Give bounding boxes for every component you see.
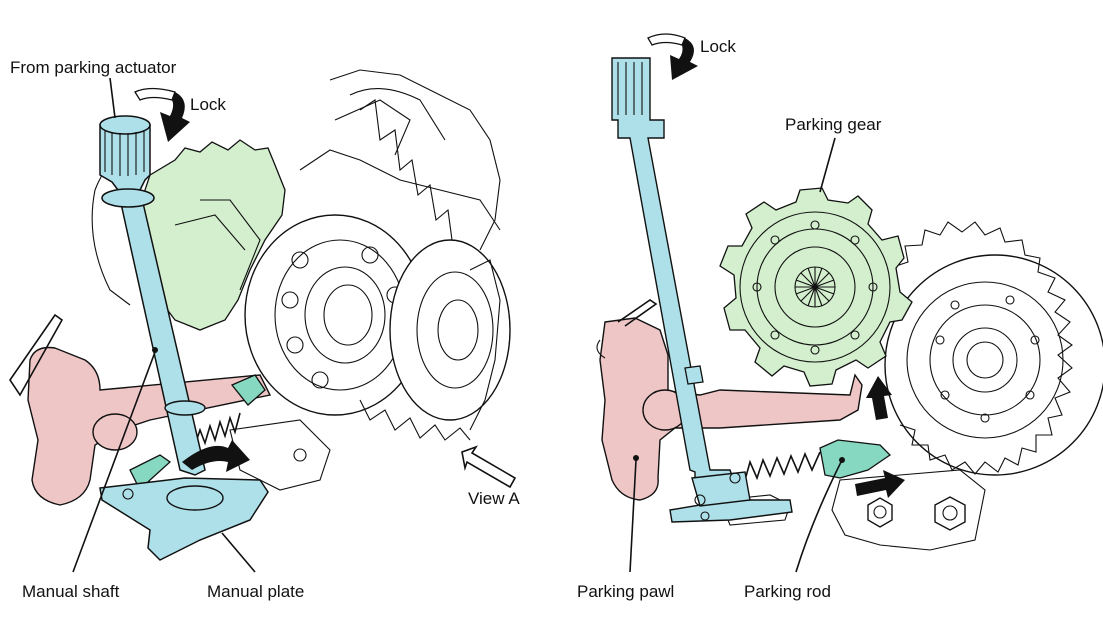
- detent-spring-left: [129, 374, 266, 492]
- leader-from-parking-actuator: [109, 77, 116, 119]
- left-view: [9, 69, 517, 573]
- right-view: [596, 33, 1103, 573]
- housing-plate-right: [719, 469, 986, 551]
- parking-rod-right: [744, 439, 892, 481]
- leader-dot-parking-rod: [839, 457, 845, 463]
- lock-rotation-arrow-left: [134, 87, 190, 142]
- manual-shaft-right: [611, 57, 793, 523]
- parking-gear-right: [719, 187, 913, 387]
- parking-pawl-right: [596, 299, 863, 501]
- manual-plate-left: [99, 477, 269, 561]
- motion-arrow-right: [855, 470, 905, 498]
- motion-arrow-left: [182, 440, 250, 472]
- label-view-a: View A: [468, 489, 520, 508]
- label-parking-pawl: Parking pawl: [577, 582, 675, 601]
- leader-manual-shaft: [72, 351, 156, 573]
- view-direction-arrow: [461, 445, 517, 489]
- transmission-gears-outline: [91, 69, 511, 491]
- leader-parking-pawl: [629, 459, 637, 573]
- label-from-parking-actuator: From parking actuator: [10, 58, 177, 77]
- manual-shaft-left: [99, 115, 206, 476]
- lock-rotation-arrow-right: [647, 33, 698, 80]
- label-manual-shaft: Manual shaft: [22, 582, 120, 601]
- label-manual-plate: Manual plate: [207, 582, 305, 601]
- leader-parking-gear: [819, 137, 836, 193]
- leader-dot-manual-shaft: [152, 347, 158, 353]
- motion-arrow-up: [866, 376, 892, 420]
- label-lock-left: Lock: [190, 95, 226, 114]
- label-parking-rod: Parking rod: [744, 582, 831, 601]
- label-parking-gear: Parking gear: [785, 115, 882, 134]
- leader-manual-plate: [221, 532, 256, 573]
- leader-parking-rod: [795, 459, 843, 573]
- parking-pawl-left: [9, 313, 272, 506]
- leader-dot-parking-pawl: [633, 455, 639, 461]
- label-lock-right: Lock: [700, 37, 736, 56]
- output-gear-outline: [879, 221, 1103, 476]
